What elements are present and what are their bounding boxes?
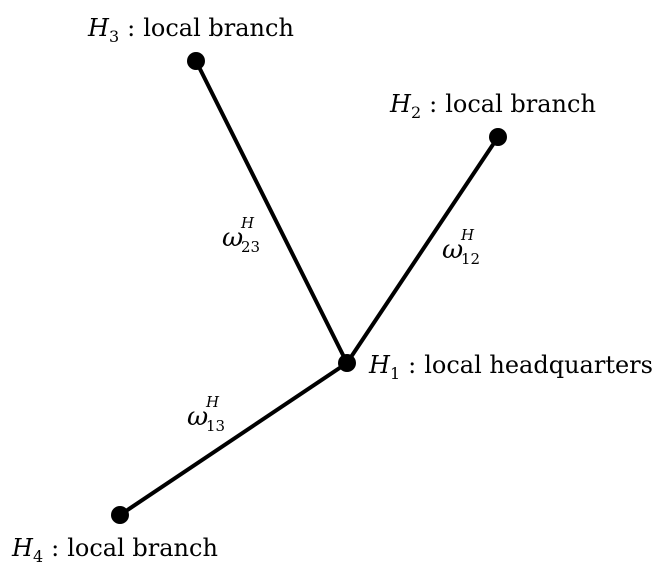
node-h4 [111, 506, 129, 524]
weight-subscript: 13 [206, 417, 226, 435]
node-symbol: H [12, 534, 33, 562]
node-index: 3 [108, 27, 120, 46]
node-separator: : [127, 14, 136, 42]
weight-superscript: H [241, 214, 255, 232]
node-symbol: H [369, 351, 390, 379]
node-text: local branch [67, 534, 218, 562]
node-label-h1: H1:local headquarters [369, 353, 653, 382]
weight-subscript: 23 [241, 238, 261, 256]
node-separator: : [408, 351, 417, 379]
edge-h2-h1 [345, 135, 500, 365]
node-label-h4: H4:local branch [12, 536, 218, 565]
weight-superscript: H [461, 226, 475, 244]
node-text: local branch [143, 14, 294, 42]
weight-symbol: ω [442, 235, 464, 265]
weight-symbol: ω [222, 223, 244, 253]
node-index: 1 [389, 364, 401, 383]
node-h2 [489, 128, 507, 146]
node-label-h2: H2:local branch [390, 92, 596, 121]
node-index: 4 [32, 547, 44, 566]
node-separator: : [429, 90, 438, 118]
node-index: 2 [410, 103, 422, 122]
node-label-h3: H3:local branch [88, 16, 294, 45]
weight-superscript: H [206, 393, 220, 411]
node-text: local branch [445, 90, 596, 118]
node-symbol: H [88, 14, 109, 42]
node-text: local headquarters [424, 351, 653, 379]
node-h3 [187, 52, 205, 70]
edge-h4-h1 [118, 361, 349, 517]
node-h1 [338, 354, 356, 372]
weight-symbol: ω [187, 402, 209, 432]
weight-subscript: 12 [461, 250, 481, 268]
edge-h3-h1 [194, 59, 349, 365]
node-separator: : [51, 534, 60, 562]
node-symbol: H [390, 90, 411, 118]
